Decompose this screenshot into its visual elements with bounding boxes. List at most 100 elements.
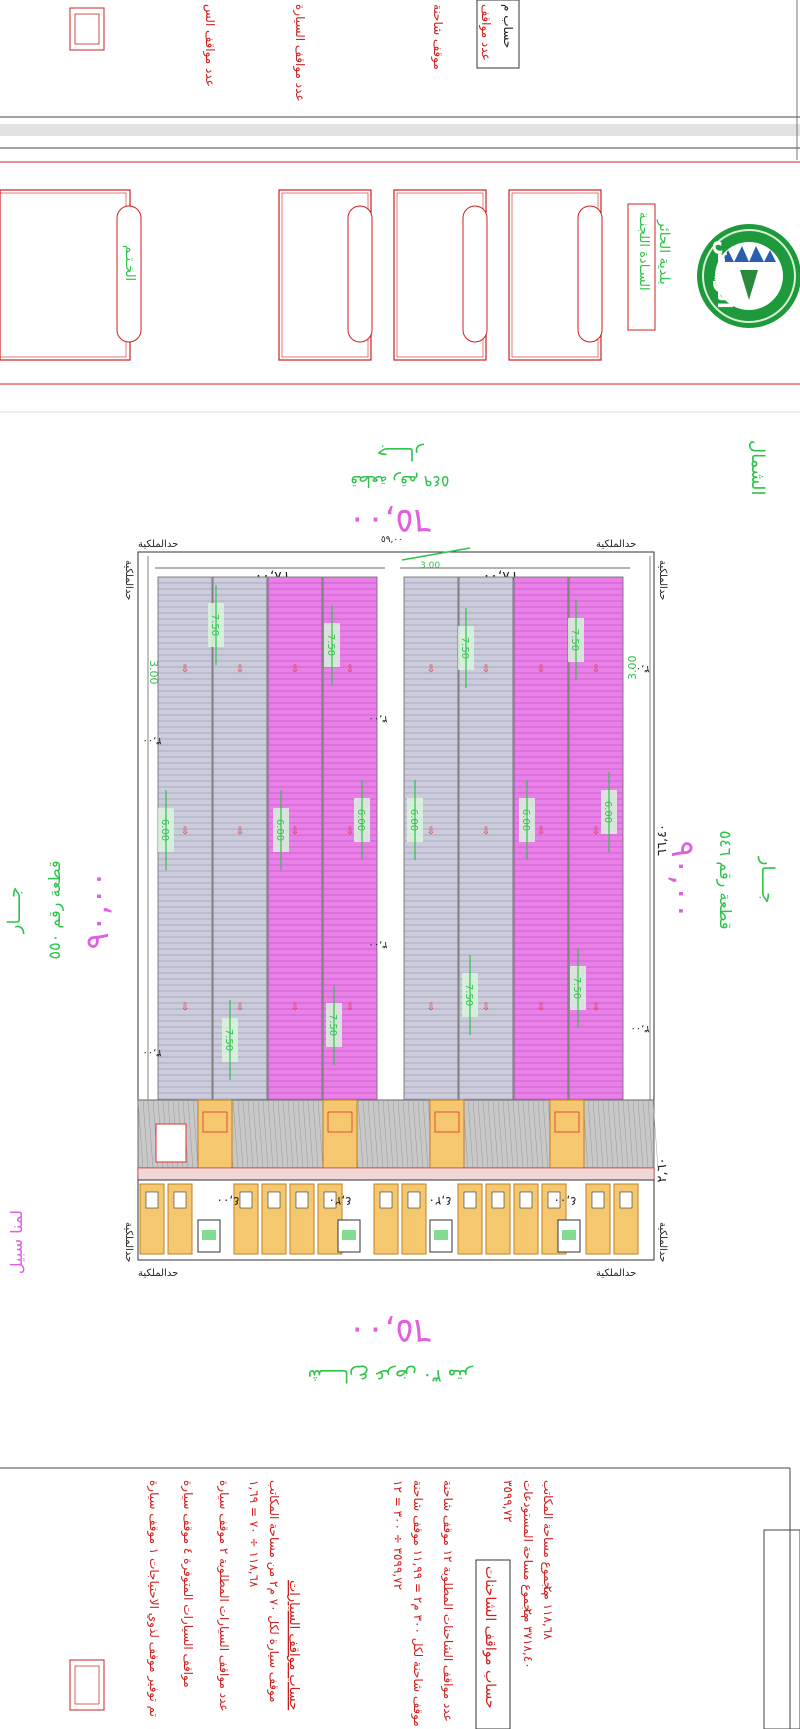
site-plan: حدالملكية حدالملكية حدالملكية حدالملكية … — [123, 535, 670, 1279]
paving-hatch — [407, 1099, 414, 1169]
stall-marker — [619, 1191, 633, 1209]
paving-hatch — [502, 1099, 509, 1169]
bay-dim-text: 7.50 — [463, 984, 474, 1006]
paving-hatch — [542, 1099, 549, 1169]
top-table-line-1: حساب م — [501, 4, 515, 48]
door-mark: ⇩ — [537, 1002, 545, 1013]
paving-hatch — [317, 1099, 324, 1169]
door-mark: ⇩ — [482, 664, 490, 675]
car-symbol-window — [202, 1230, 216, 1240]
paving-hatch — [397, 1099, 404, 1169]
paving-hatch — [597, 1099, 604, 1169]
paving-hatch — [297, 1099, 304, 1169]
paving-hatch — [142, 1099, 149, 1169]
side-dim-left-1: ٣,٠٠ — [142, 735, 161, 746]
paving-hatch — [287, 1099, 294, 1169]
paving-hatch — [642, 1099, 649, 1169]
parking-row — [137, 1179, 655, 1261]
bay-dim-text: 6.00 — [355, 809, 366, 831]
side-green-dim-right: 3.00 — [626, 656, 639, 681]
committee-label: السـادة اللجنـة — [636, 212, 651, 291]
stall-marker — [547, 1191, 561, 1209]
stall-marker — [519, 1191, 533, 1209]
driveway-dim-3: ٤,٢٠ — [428, 1194, 451, 1208]
stall-marker — [295, 1191, 309, 1209]
truck-row-2: موقف شاحنة لكل ٣٠٠ م٢ = ١١,٩٩ موقف شاحنة — [410, 1480, 425, 1727]
paving-hatch — [272, 1099, 279, 1169]
stall-marker — [173, 1191, 187, 1209]
curb-strip — [137, 1167, 655, 1181]
side-dim-left-2: ٣,٠٠ — [142, 1047, 161, 1058]
left-neighbor-plot: قطعة رقم ٥٥٠ — [45, 860, 65, 959]
bay-dim-text: 7.50 — [325, 634, 336, 656]
top-dim-small: ٥٩,٠٠ — [381, 535, 403, 545]
top-table-line-3: موقف شاحنة — [430, 4, 445, 70]
paving-hatch — [247, 1099, 254, 1169]
area-row-warehouses-value: ٣٧١٨,٤٠ م٢ — [521, 1608, 535, 1668]
boundary-label-bottom-left: حدالملكية — [138, 1268, 178, 1279]
boundary-label-side-right-bottom: حدالملكية — [657, 1222, 668, 1262]
paving-hatch — [292, 1099, 299, 1169]
right-neighbor-label: جــــار — [757, 856, 778, 903]
paving-hatch — [627, 1099, 634, 1169]
paving-hatch — [357, 1099, 364, 1169]
bay-dim-label: 7.50 — [223, 1029, 234, 1051]
car-row-3: عدد مواقف السيارات المطلوبة ٢ موقف سيارة — [216, 1480, 231, 1712]
car-symbol-window — [562, 1230, 576, 1240]
bay-dim-text: 6.00 — [602, 801, 613, 823]
door-mark: ⇩ — [346, 1002, 354, 1013]
stall-marker — [267, 1191, 281, 1209]
car-row-5: تم توفير موقف لذوي الاحتياجات ١ موقف سيا… — [146, 1480, 161, 1717]
boundary-label-bottom-right: حدالملكية — [596, 1268, 636, 1279]
area-row-offices-value: ١١٨,٦٨ م٢ — [541, 1586, 555, 1640]
paving-hatch — [652, 1099, 659, 1169]
door-mark: ⇩ — [236, 664, 244, 675]
area-row-net: ٣٥٩٩,٧٢ — [501, 1480, 515, 1523]
paving-hatch — [637, 1099, 644, 1169]
paving-hatch — [257, 1099, 264, 1169]
paving-hatch — [282, 1099, 289, 1169]
bay-dim-text: 7.50 — [569, 629, 580, 651]
paving-hatch — [277, 1099, 284, 1169]
paving-hatch — [307, 1099, 314, 1169]
bay-dim-label: 7.50 — [569, 629, 580, 651]
paving-hatch — [147, 1099, 154, 1169]
paving-hatch — [517, 1099, 524, 1169]
paving-hatch — [487, 1099, 494, 1169]
paving-hatch — [622, 1099, 629, 1169]
municipality-logo: الرياض — [697, 224, 800, 328]
loading-bay — [549, 1099, 585, 1169]
paving-hatch — [187, 1099, 194, 1169]
loading-strip — [137, 1099, 659, 1181]
paving-hatch — [472, 1099, 479, 1169]
loading-bay-marker — [202, 1111, 228, 1133]
door-mark: ⇩ — [346, 664, 354, 675]
bay-dim-text: 7.50 — [571, 977, 582, 999]
stall-marker — [323, 1191, 337, 1209]
paving-hatch — [592, 1099, 599, 1169]
paving-hatch — [467, 1099, 474, 1169]
top-neighbor-plot: قطعة رقم ٥٤٩ — [350, 471, 449, 491]
paving-hatch — [632, 1099, 639, 1169]
loading-bay — [429, 1099, 465, 1169]
paving-hatch — [252, 1099, 259, 1169]
seal-label: الخـتـم — [122, 245, 137, 281]
door-mark: ⇩ — [291, 664, 299, 675]
paving-hatch — [587, 1099, 594, 1169]
paving-hatch — [617, 1099, 624, 1169]
title-block: الخـتـم السـادة اللجنـة بلدية الحائر الر… — [0, 161, 800, 413]
door-mark: ⇩ — [236, 1002, 244, 1013]
left-neighbor-label: جــــار — [4, 887, 25, 934]
right-length: ٩٠,٠٠ — [664, 841, 702, 920]
paving-hatch — [417, 1099, 424, 1169]
paving-hatch — [507, 1099, 514, 1169]
bay-dim-label: 6.00 — [602, 801, 613, 823]
municipality-name: بلدية الحائر — [656, 219, 672, 285]
left-length: ٩٠,٠٠ — [78, 871, 116, 950]
loading-bay-marker — [434, 1111, 460, 1133]
door-mark: ⇩ — [346, 826, 354, 837]
door-mark: ⇩ — [537, 826, 545, 837]
paving-hatch — [647, 1099, 654, 1169]
paving-hatch — [137, 1099, 144, 1169]
